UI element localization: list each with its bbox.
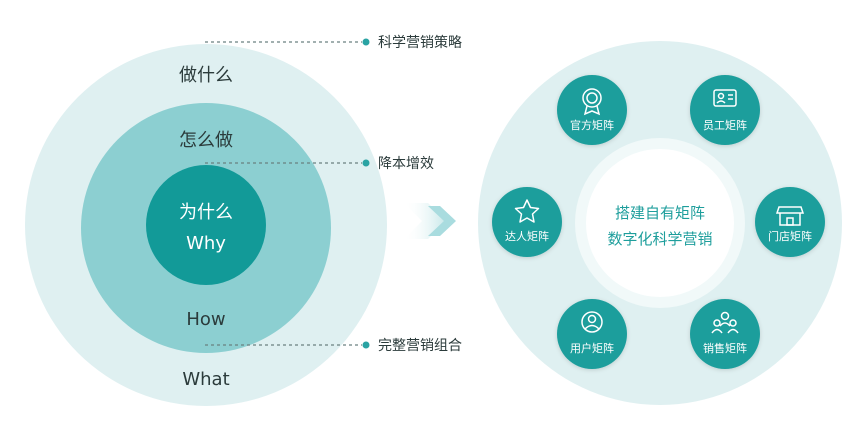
store-icon	[775, 206, 805, 226]
node-sales-label: 销售矩阵	[703, 341, 747, 355]
right-diagram: 搭建自有矩阵 数字化科学营销 官方矩阵 员工矩阵	[478, 41, 842, 405]
outer-en-label: What	[182, 369, 229, 390]
node-store-label: 门店矩阵	[768, 229, 812, 243]
star-icon	[514, 199, 540, 223]
matrix-center-circle	[586, 149, 734, 297]
node-official	[557, 75, 627, 145]
id-card-icon	[713, 89, 737, 107]
team-icon	[711, 311, 739, 334]
center-line-1: 搭建自有矩阵	[615, 204, 705, 222]
callout-efficiency-text: 降本增效	[378, 156, 434, 172]
node-store	[755, 187, 825, 257]
node-sales	[690, 299, 760, 369]
node-official-label: 官方矩阵	[570, 118, 614, 132]
user-icon	[581, 311, 603, 333]
inner-cn-label: 为什么	[179, 202, 233, 223]
callout-mix-text: 完整营销组合	[378, 338, 462, 354]
callout-strategy-text: 科学营销策略	[378, 34, 462, 51]
callout-efficiency: 降本增效	[205, 156, 434, 172]
center-line-2: 数字化科学营销	[607, 230, 712, 248]
callout-strategy: 科学营销策略	[205, 34, 462, 51]
node-user-label: 用户矩阵	[570, 341, 614, 355]
inner-en-label: Why	[186, 233, 226, 254]
node-influencer-label: 达人矩阵	[505, 229, 549, 243]
left-diagram: 做什么 怎么做 为什么 Why How What 科学营销策略 降本增效 完整营…	[25, 34, 462, 406]
middle-en-label: How	[186, 309, 225, 330]
badge-icon	[582, 88, 602, 116]
node-staff	[690, 75, 760, 145]
callout-mix: 完整营销组合	[205, 338, 462, 354]
node-user	[557, 299, 627, 369]
middle-cn-label: 怎么做	[179, 130, 233, 151]
chevron-arrow-icon	[404, 203, 456, 239]
inner-circle	[146, 165, 266, 285]
node-staff-label: 员工矩阵	[703, 118, 747, 132]
outer-cn-label: 做什么	[179, 65, 233, 86]
node-influencer	[492, 187, 562, 257]
